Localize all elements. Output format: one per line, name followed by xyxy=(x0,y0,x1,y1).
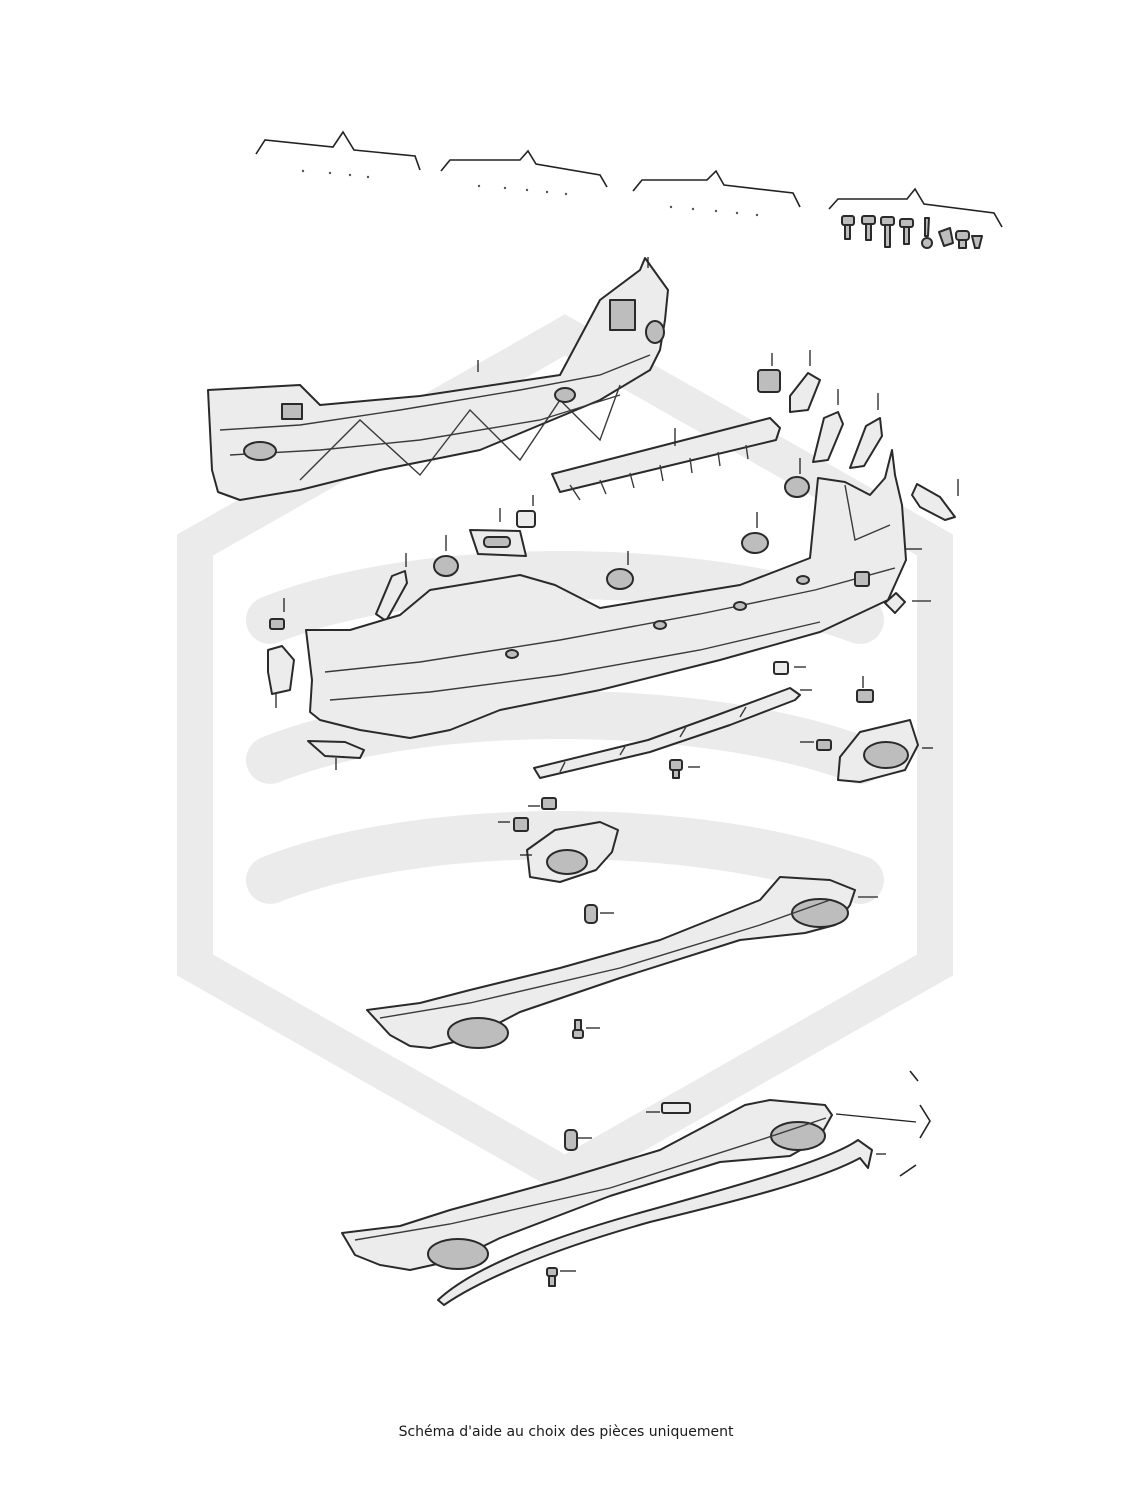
left-tailpipe-trim-part xyxy=(498,797,619,883)
bumper-carrier-part xyxy=(207,257,669,501)
fastener-group-bracket-3 xyxy=(632,169,801,217)
bumper-cover-part xyxy=(305,449,931,739)
diagram-caption: Schéma d'aide au choix des pièces unique… xyxy=(398,1424,734,1440)
upper-guide-rail-part xyxy=(551,417,781,501)
diffuser-lower-part xyxy=(341,1070,931,1306)
bumper-clips-parts xyxy=(267,495,769,708)
fastener-group-bracket-1 xyxy=(255,130,421,179)
left-trim-strip-part xyxy=(307,740,365,770)
fastener-group-bracket-4 xyxy=(828,187,1003,249)
diffuser-upper-part xyxy=(366,876,878,1049)
right-tailpipe-trim-part xyxy=(800,676,933,783)
bolt-icon xyxy=(841,215,983,249)
sensor-holder-parts xyxy=(757,350,959,521)
lower-guide-strip-part xyxy=(533,661,812,779)
fastener-group-bracket-2 xyxy=(440,149,608,196)
